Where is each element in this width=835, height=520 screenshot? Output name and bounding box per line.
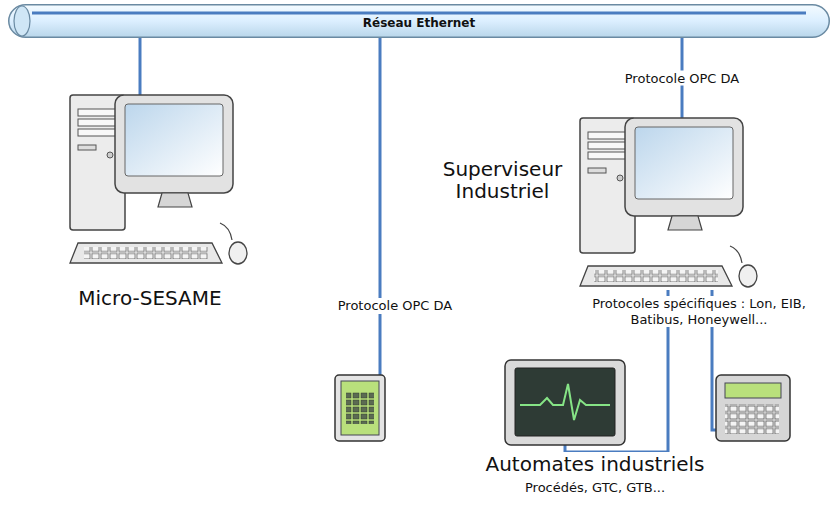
ethernet-bus: Réseau Ethernet xyxy=(8,4,830,38)
keypad-terminal xyxy=(716,375,790,441)
station-name: Superviseur Industriel xyxy=(435,158,570,203)
network-wire xyxy=(379,38,382,375)
computer-illustration xyxy=(570,118,795,290)
computer-illustration xyxy=(55,95,245,317)
hmi-monitor xyxy=(505,360,625,445)
group-caption: Procédés, GTC, GTB... xyxy=(440,480,750,496)
group-label: Automates industriels xyxy=(440,452,750,476)
network-name: Réseau Ethernet xyxy=(8,17,830,30)
protocol-label: Protocoles spécifiques : Lon, EIB, Batib… xyxy=(588,296,810,327)
touch-panel xyxy=(335,375,385,441)
station-name: Micro-SESAME xyxy=(55,287,245,309)
computer-node: Micro-SESAME xyxy=(55,95,245,317)
protocol-label: Protocole OPC DA xyxy=(300,298,490,314)
network-link xyxy=(139,38,142,95)
protocol-label: Protocole OPC DA xyxy=(622,71,742,86)
computer-node: Superviseur Industriel xyxy=(570,118,795,290)
